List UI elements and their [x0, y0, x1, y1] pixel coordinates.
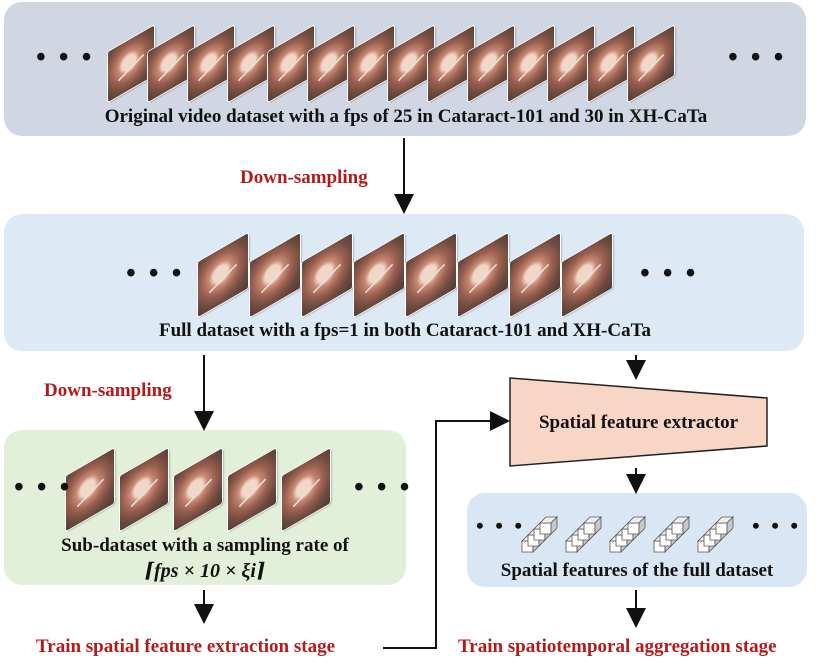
ellipsis-right-sub: • • • — [354, 472, 413, 503]
spatial-feature-extractor-shape — [509, 377, 768, 467]
feature-vector-stack-icon — [521, 516, 734, 553]
original-dataset-caption: Original video dataset with a fps of 25 … — [104, 106, 708, 127]
feature-cube — [682, 516, 690, 535]
train-spatiotemporal-stage-label: Train spatiotemporal aggregation stage — [458, 636, 777, 657]
feature-cube — [638, 516, 646, 535]
sub-dataset-caption: Sub-dataset with a sampling rate of — [61, 535, 349, 556]
ellipsis-left-top: • • • — [36, 42, 95, 73]
full-dataset-caption: Full dataset with a fps=1 in both Catara… — [158, 320, 652, 341]
full-dataset-panel — [4, 214, 804, 351]
ellipsis-left-middle: • • • — [126, 258, 185, 289]
ellipsis-right-top: • • • — [728, 42, 787, 73]
ellipsis-left-features: • • • — [476, 513, 526, 538]
feature-cube — [550, 516, 558, 535]
feature-cube — [726, 516, 734, 535]
feature-cube — [539, 522, 552, 535]
feature-cube — [715, 522, 728, 535]
down-sampling-label-1: Down-sampling — [240, 167, 368, 188]
feature-cube — [583, 522, 596, 535]
feature-cube — [671, 522, 684, 535]
feature-cube — [594, 516, 602, 535]
down-sampling-label-2: Down-sampling — [44, 380, 172, 401]
feature-cube — [627, 522, 640, 535]
ellipsis-left-sub: • • • — [14, 472, 73, 503]
spatial-features-caption: Spatial features of the full dataset — [500, 560, 774, 581]
ellipsis-right-features: • • • — [752, 513, 802, 538]
arrow-stage1-to-extractor — [383, 411, 510, 649]
train-spatial-stage-label: Train spatial feature extraction stage — [36, 636, 336, 657]
ellipsis-right-middle: • • • — [640, 258, 699, 289]
sampling-rate-formula: ⌈fps × 10 × ξi⌉ — [144, 560, 266, 582]
spatial-feature-extractor-label: Spatial feature extractor — [538, 412, 739, 433]
